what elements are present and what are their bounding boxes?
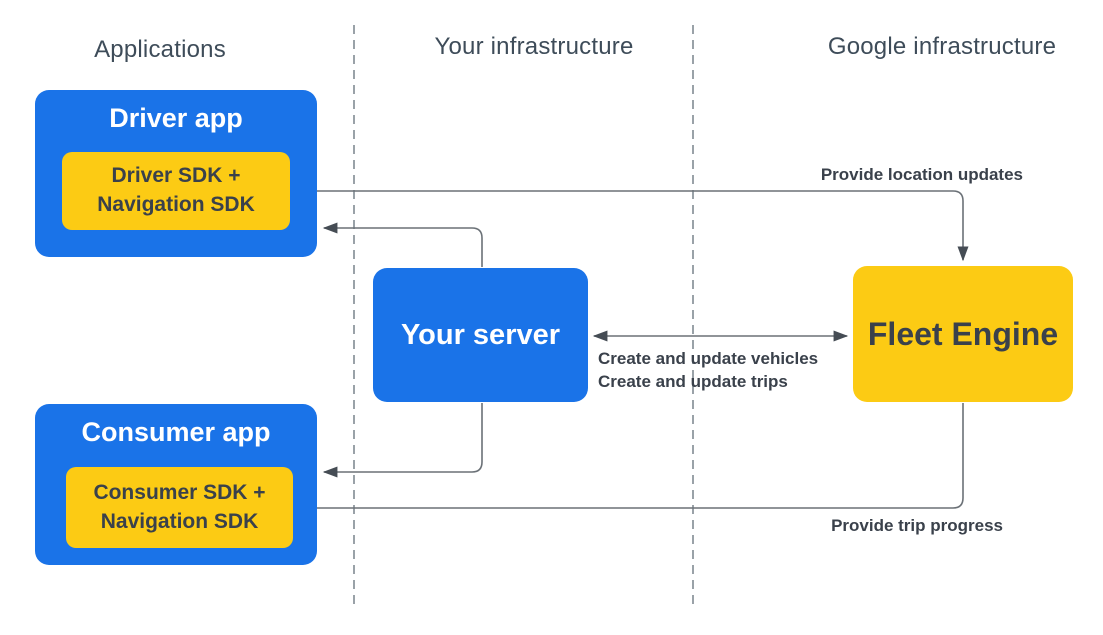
- arrow-provide-location-updates: [291, 190, 969, 262]
- consumer-sdk-label-line2: Navigation SDK: [100, 509, 259, 533]
- column-divider-right: [692, 25, 694, 608]
- driver-sdk-label-line1: Driver SDK +: [111, 164, 241, 188]
- driver-sdk-node: Driver SDK + Navigation SDK: [62, 152, 290, 230]
- label-provide-location-updates: Provide location updates: [820, 165, 1023, 184]
- column-header-your-infrastructure: Your infrastructure: [434, 33, 634, 60]
- driver-app-title: Driver app: [109, 103, 243, 133]
- arrow-server-to-driver-app: [322, 222, 483, 267]
- arrow-provide-trip-progress: [297, 403, 964, 514]
- arrow-server-to-consumer-app: [322, 403, 483, 478]
- consumer-app-title: Consumer app: [81, 417, 271, 447]
- label-create-update-trips: Create and update trips: [598, 372, 788, 391]
- consumer-sdk-label-line1: Consumer SDK +: [93, 480, 266, 504]
- column-header-google-infrastructure: Google infrastructure: [827, 33, 1057, 60]
- fleet-engine-node: Fleet Engine: [853, 266, 1073, 402]
- label-provide-trip-progress: Provide trip progress: [831, 516, 1003, 535]
- consumer-sdk-node: Consumer SDK + Navigation SDK: [66, 467, 293, 548]
- column-header-applications: Applications: [94, 36, 226, 63]
- your-server-node: Your server: [373, 268, 588, 402]
- consumer-app-node: Consumer app Consumer SDK + Navigation S…: [35, 404, 317, 565]
- your-server-title: Your server: [400, 318, 561, 351]
- driver-app-node: Driver app Driver SDK + Navigation SDK: [35, 90, 317, 257]
- fleet-engine-title: Fleet Engine: [867, 315, 1059, 352]
- column-divider-left: [353, 25, 355, 608]
- driver-sdk-label-line2: Navigation SDK: [97, 193, 255, 216]
- label-create-update-vehicles: Create and update vehicles: [598, 349, 819, 368]
